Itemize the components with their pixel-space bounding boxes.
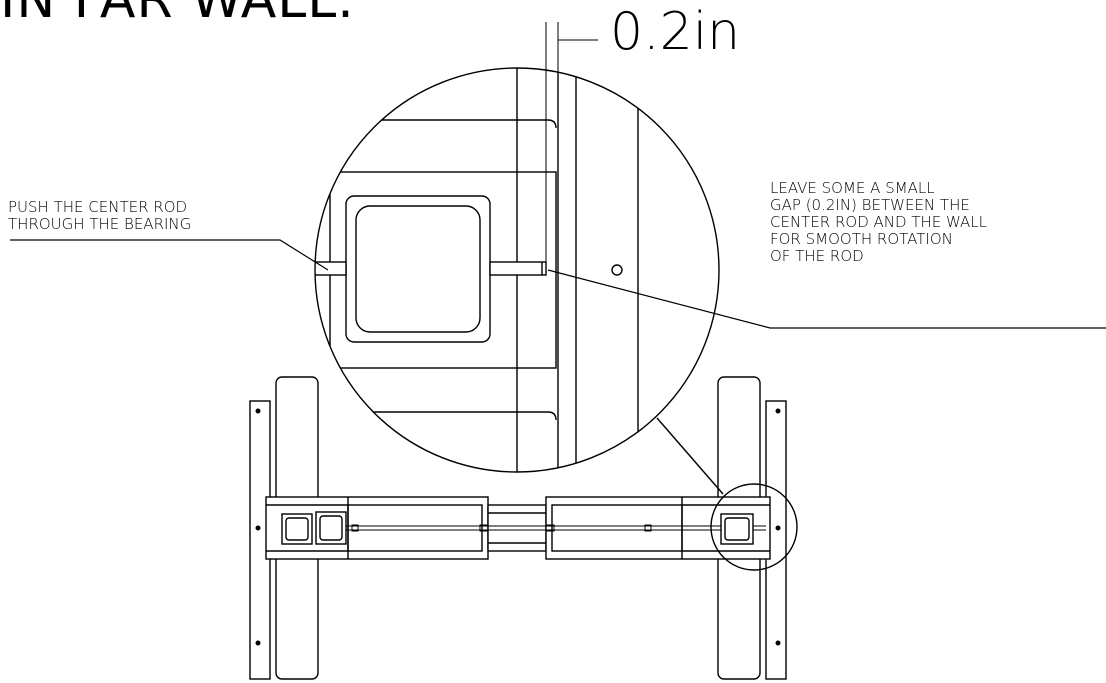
assembly-top-view bbox=[249, 376, 798, 680]
right-plate-bolt bbox=[775, 640, 781, 646]
gap-dimension-label: 0.2in bbox=[610, 2, 741, 62]
center-connector bbox=[487, 504, 547, 552]
right-callout-leader bbox=[547, 269, 1106, 329]
callout-right-line: OF THE ROD bbox=[770, 247, 864, 265]
wall-hole bbox=[611, 264, 623, 276]
page-title: IN FAR WALL. bbox=[0, 0, 355, 30]
right-plate-bolt bbox=[775, 408, 781, 414]
gap-dimension bbox=[545, 22, 598, 262]
left-callout-leader bbox=[10, 239, 329, 271]
callout-right-line: CENTER ROD AND THE WALL bbox=[770, 213, 988, 231]
detail-bearing-outer bbox=[345, 195, 491, 343]
detail-marker-circle bbox=[710, 483, 798, 571]
detail-leader bbox=[656, 417, 724, 495]
right-bearing-inner bbox=[724, 517, 750, 541]
callout-left-text: PUSH THE CENTER ROD THROUGH THE BEARING bbox=[8, 199, 191, 233]
left-plate-bolt bbox=[255, 640, 261, 646]
center-rod bbox=[346, 524, 766, 532]
callout-left-line: THROUGH THE BEARING bbox=[8, 215, 192, 233]
callout-right-text: LEAVE SOME A SMALL GAP (0.2IN) BETWEEN T… bbox=[770, 180, 987, 265]
callout-right-line: FOR SMOOTH ROTATION bbox=[770, 230, 953, 248]
detail-bearing-inner bbox=[355, 205, 481, 333]
callout-left-line: PUSH THE CENTER ROD bbox=[8, 198, 188, 216]
left-bearing-inner bbox=[285, 517, 309, 541]
callout-right-line: GAP (0.2IN) BETWEEN THE bbox=[770, 196, 970, 214]
left-plate-bolt bbox=[255, 408, 261, 414]
detail-view bbox=[315, 68, 639, 472]
right-plate-bolt bbox=[775, 525, 781, 531]
detail-center-rod bbox=[315, 261, 547, 276]
wall bbox=[557, 68, 577, 472]
left-plate-bolt bbox=[255, 525, 261, 531]
callout-right-line: LEAVE SOME A SMALL bbox=[770, 179, 935, 197]
left-bearing-2-inner bbox=[319, 515, 343, 541]
detail-circle bbox=[314, 67, 720, 473]
